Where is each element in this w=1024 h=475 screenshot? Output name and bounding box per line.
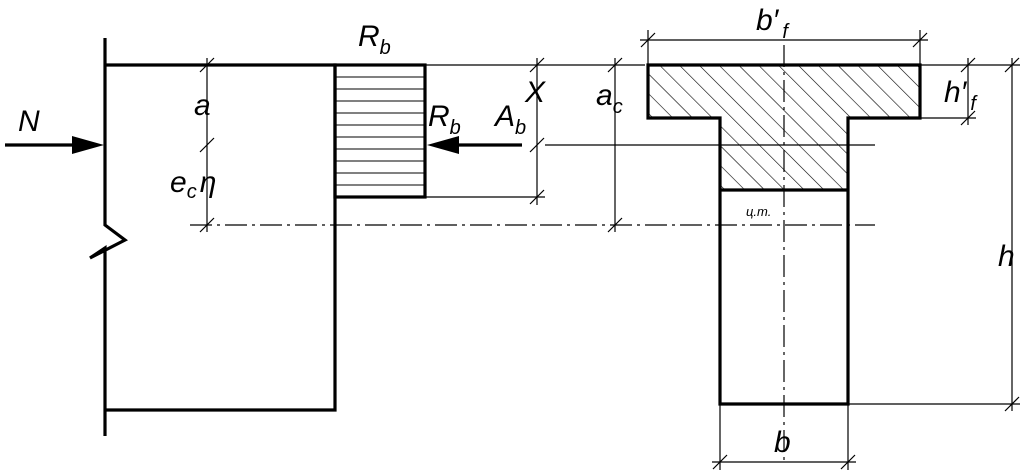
label-rb-mid: Rb (428, 100, 461, 139)
label-hf: h′f (944, 76, 978, 115)
tick-bf-right (912, 32, 928, 48)
tick-a-top (199, 57, 215, 73)
column-outline (105, 63, 337, 412)
tick-a-mid (199, 137, 215, 153)
tick-h-top (1004, 57, 1020, 73)
label-ac-sub: c (613, 96, 623, 118)
label-bf-sub: f (782, 21, 790, 43)
tick-b-right (840, 454, 856, 470)
label-bf: b′f (756, 4, 790, 43)
tick-ab-top (529, 57, 545, 73)
force-n-arrowhead (72, 136, 104, 154)
tick-hf-bottom (960, 110, 976, 126)
label-x: X (524, 76, 546, 109)
force-rb-arrowhead (427, 136, 459, 154)
label-ec-eta-e: e (170, 166, 187, 199)
label-a: a (194, 89, 211, 122)
label-ec-eta-sub: c (187, 181, 197, 203)
label-rb-top-main: R (358, 20, 380, 53)
label-centroid: ц.т. (746, 204, 771, 219)
tick-ab-mid (529, 137, 545, 153)
label-ac: ac (596, 79, 623, 118)
tick-bf-left (640, 32, 656, 48)
stress-block-hatching (336, 76, 424, 186)
tick-h-bottom (1004, 396, 1020, 412)
label-rb-mid-sub: b (450, 117, 461, 139)
label-ac-main: a (596, 79, 613, 112)
stress-block (333, 63, 427, 199)
label-bf-main: b′ (756, 4, 780, 37)
label-n: N (18, 105, 40, 138)
label-h: h (998, 240, 1015, 273)
label-ab: Ab (493, 100, 526, 139)
tick-ab-bottom (529, 189, 545, 205)
label-ab-sub: b (515, 117, 526, 139)
tick-b-left (712, 454, 728, 470)
t-section (640, 30, 1020, 470)
label-hf-sub: f (970, 93, 978, 115)
label-hf-main: h′ (944, 76, 968, 109)
label-rb-top: Rb (358, 20, 391, 59)
tick-ac-top (607, 57, 623, 73)
label-b: b (774, 426, 791, 459)
label-rb-mid-main: R (428, 100, 450, 133)
label-ec-eta-greek: η (200, 166, 217, 199)
column-elevation (5, 38, 875, 436)
label-ab-main: A (493, 100, 515, 133)
label-rb-top-sub: b (380, 37, 391, 59)
break-line (89, 38, 129, 436)
